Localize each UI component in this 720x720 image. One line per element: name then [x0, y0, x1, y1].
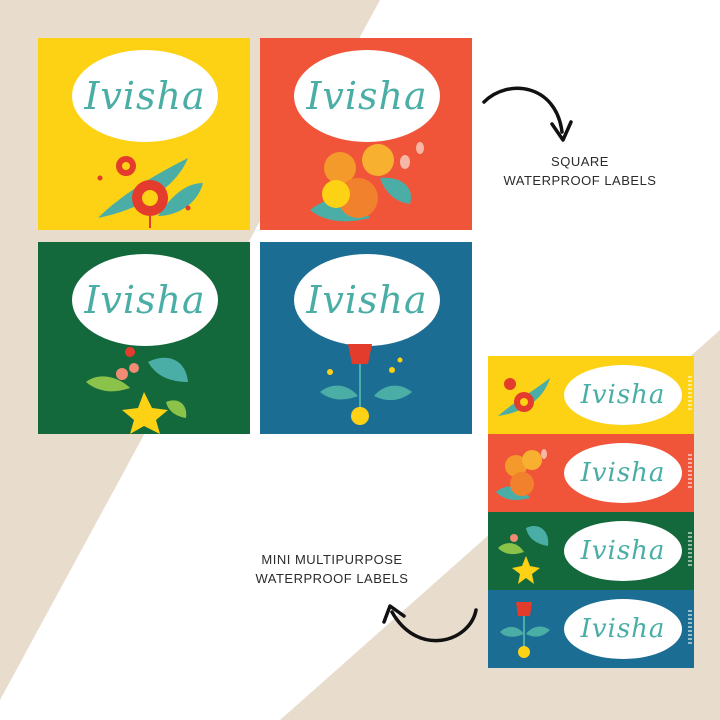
brand-name: Ivisha	[306, 278, 428, 322]
label-oval: Ivisha	[564, 599, 682, 659]
red-tulip-icon	[320, 344, 412, 425]
tiny-side-text	[688, 532, 692, 568]
caption-line: SQUARE	[551, 154, 609, 169]
tiny-side-text	[688, 610, 692, 646]
label-oval: Ivisha	[294, 50, 440, 142]
red-flower-icon	[97, 156, 203, 228]
label-oval: Ivisha	[72, 50, 218, 142]
tiny-side-text	[688, 454, 692, 490]
mini-label-blue: Ivisha	[488, 590, 694, 668]
yellow-lily-icon	[498, 526, 549, 584]
tiny-side-text	[688, 376, 692, 412]
square-labels-caption: SQUARE WATERPROOF LABELS	[470, 152, 690, 190]
square-label-yellow: Ivisha	[38, 38, 250, 230]
curved-arrow-icon	[482, 86, 573, 142]
mini-label-yellow: Ivisha	[488, 356, 694, 434]
curved-arrow-icon	[382, 604, 478, 643]
label-oval: Ivisha	[72, 254, 218, 346]
brand-name: Ivisha	[580, 536, 666, 566]
label-oval: Ivisha	[564, 521, 682, 581]
brand-name: Ivisha	[306, 74, 428, 118]
mini-label-green: Ivisha	[488, 512, 694, 590]
mini-labels-caption: MINI MULTIPURPOSE WATERPROOF LABELS	[232, 550, 432, 588]
label-oval: Ivisha	[564, 365, 682, 425]
caption-line: MINI MULTIPURPOSE	[261, 552, 403, 567]
brand-name: Ivisha	[84, 74, 206, 118]
caption-line: WATERPROOF LABELS	[255, 571, 409, 586]
red-flower-icon	[498, 378, 550, 416]
square-label-orange: Ivisha	[260, 38, 472, 230]
brand-name: Ivisha	[580, 458, 666, 488]
orange-roses-icon	[310, 142, 424, 222]
mini-label-orange: Ivisha	[488, 434, 694, 512]
label-oval: Ivisha	[564, 443, 682, 503]
brand-name: Ivisha	[84, 278, 206, 322]
brand-name: Ivisha	[580, 380, 666, 410]
orange-roses-icon	[496, 449, 547, 500]
yellow-lily-icon	[86, 347, 188, 434]
square-label-green: Ivisha	[38, 242, 250, 434]
label-oval: Ivisha	[294, 254, 440, 346]
caption-line: WATERPROOF LABELS	[503, 173, 657, 188]
red-tulip-icon	[500, 602, 550, 658]
brand-name: Ivisha	[580, 614, 666, 644]
square-label-blue: Ivisha	[260, 242, 472, 434]
